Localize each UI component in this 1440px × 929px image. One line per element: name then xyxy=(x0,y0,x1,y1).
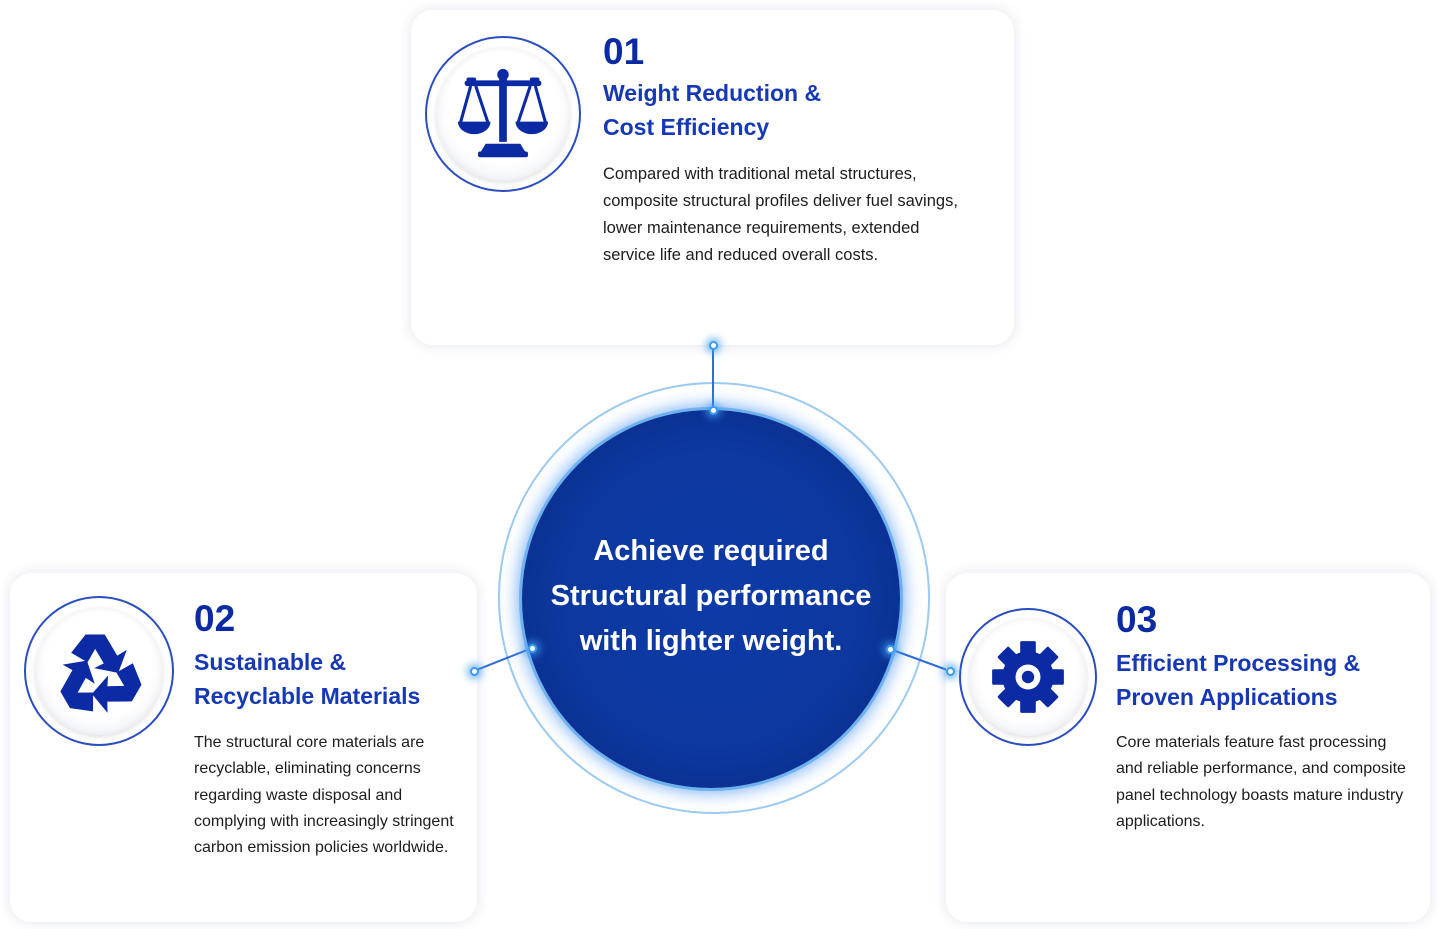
icon-ring xyxy=(24,596,174,746)
center-line-2: Structural performance xyxy=(550,580,872,612)
feature-card-efficient-processing: 03 Efficient Processing & Proven Applica… xyxy=(946,573,1430,922)
card-title-line-1: Sustainable & xyxy=(194,649,347,675)
center-hub-text: Achieve required Structural performance … xyxy=(551,529,872,664)
connector-dot-left-inner xyxy=(527,643,537,653)
balance-scale-icon xyxy=(457,68,549,158)
feature-card-weight-reduction: 01 Weight Reduction & Cost Efficiency Co… xyxy=(411,10,1014,345)
center-line-1: Achieve required xyxy=(593,535,829,567)
connector-dot-right-inner xyxy=(885,644,895,654)
card-title-line-1: Efficient Processing & xyxy=(1116,650,1361,676)
card-description: Compared with traditional metal structur… xyxy=(603,165,958,264)
recycle-icon xyxy=(60,634,142,713)
card-description: The structural core materials are recycl… xyxy=(194,734,454,857)
icon-badge xyxy=(35,607,163,735)
card-title: Sustainable & Recyclable Materials xyxy=(194,645,420,713)
card-title-line-1: Weight Reduction & xyxy=(603,80,822,106)
icon-badge xyxy=(969,618,1087,736)
card-description: Core materials feature fast processing a… xyxy=(1116,734,1406,830)
connector-line-left xyxy=(473,647,533,672)
card-title: Efficient Processing & Proven Applicatio… xyxy=(1116,646,1360,714)
icon-ring xyxy=(959,608,1097,746)
icon-badge xyxy=(436,47,570,181)
connector-dot-top-inner xyxy=(708,405,718,415)
gear-icon xyxy=(992,641,1064,713)
card-number: 01 xyxy=(603,31,645,72)
connector-dot-left-outer xyxy=(469,666,479,676)
card-title-line-2: Recyclable Materials xyxy=(194,683,421,709)
card-number: 02 xyxy=(194,598,236,639)
card-number: 03 xyxy=(1116,599,1158,640)
connector-dot-top-outer xyxy=(708,340,718,350)
connector-line-right xyxy=(889,648,951,672)
feature-card-sustainable: 02 Sustainable & Recyclable Materials Th… xyxy=(10,573,477,922)
card-title: Weight Reduction & Cost Efficiency xyxy=(603,76,821,144)
icon-ring xyxy=(425,36,581,192)
card-title-line-2: Cost Efficiency xyxy=(603,114,770,140)
card-title-line-2: Proven Applications xyxy=(1116,684,1338,710)
connector-dot-right-outer xyxy=(945,666,955,676)
center-hub: Achieve required Structural performance … xyxy=(522,410,900,788)
center-line-3: with lighter weight. xyxy=(579,625,843,657)
